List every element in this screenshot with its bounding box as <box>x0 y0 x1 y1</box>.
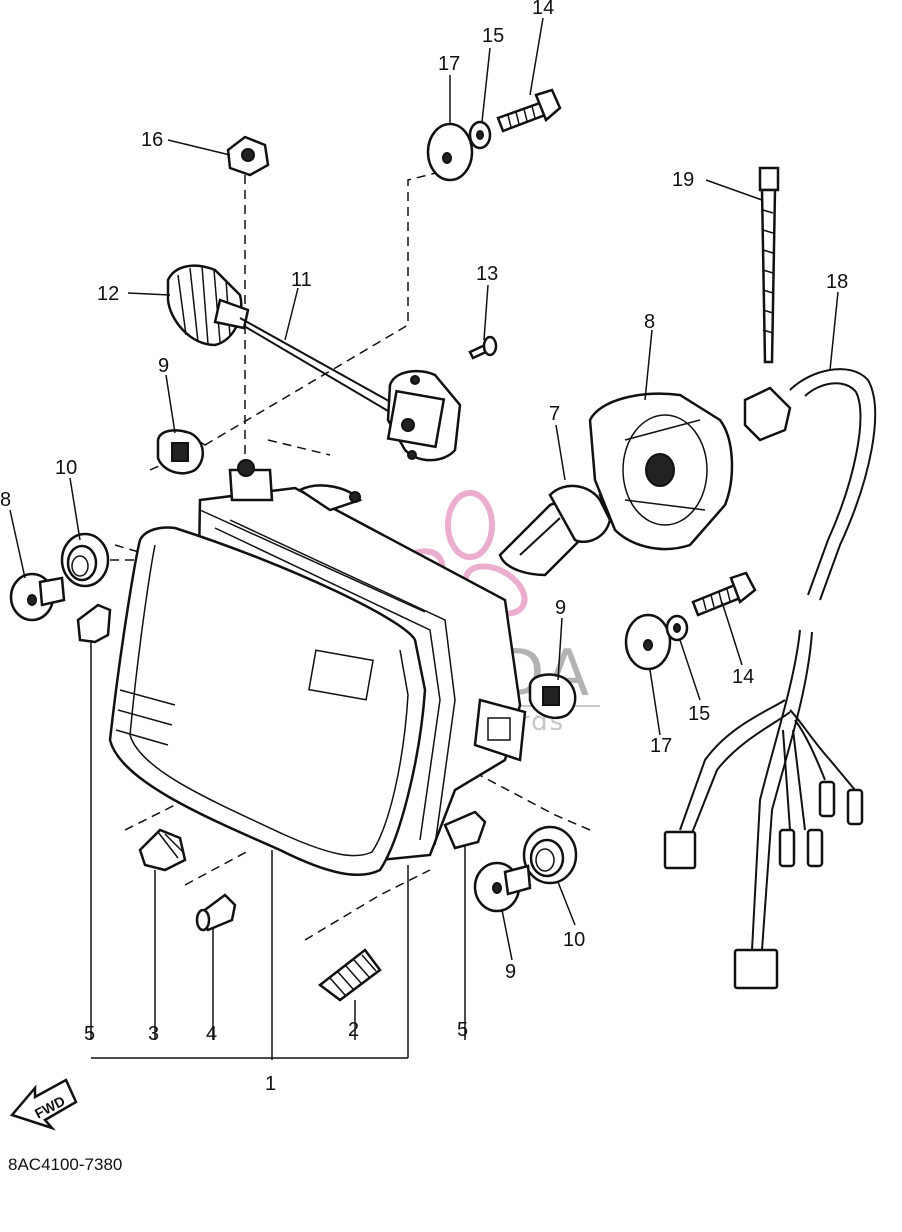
bushing-10-left <box>60 532 110 588</box>
callout-label: 4 <box>206 1023 217 1045</box>
callout-label: 9 <box>505 961 516 983</box>
spring-washer-15-right <box>665 614 689 642</box>
callout-label: 2 <box>348 1019 359 1041</box>
callout-label: 16 <box>141 129 163 151</box>
callout-label: 12 <box>97 283 119 305</box>
grommet-9-left <box>156 429 204 475</box>
callout-label: 10 <box>55 457 77 479</box>
clip-5-right <box>443 810 487 850</box>
bulb-4 <box>195 893 237 932</box>
callout-label: 1 <box>265 1073 276 1095</box>
callout-label: 17 <box>438 53 460 75</box>
screw-12 <box>468 335 498 360</box>
spring-washer-15-top <box>468 120 492 150</box>
callout-label: 17 <box>650 735 672 757</box>
callout-label: 7 <box>549 403 560 425</box>
leader-lines <box>9 17 839 1060</box>
nut-16 <box>226 135 270 177</box>
washer-17-top <box>426 122 474 182</box>
wire-harness-18 <box>663 368 877 990</box>
bolt-14-top <box>496 88 562 133</box>
clip-5-left <box>76 603 112 644</box>
callout-label: 9 <box>158 355 169 377</box>
collar-8-right <box>473 861 532 913</box>
callouts: 16 17 15 14 19 13 12 11 18 8 7 9 10 8 9 … <box>0 0 848 1095</box>
callout-label: 9 <box>555 597 566 619</box>
bushing-10-right <box>522 825 578 885</box>
callout-label: 5 <box>84 1023 95 1045</box>
spring-2 <box>317 948 382 1002</box>
callout-label: 15 <box>482 25 504 47</box>
adjuster-knob-13 <box>166 264 250 347</box>
callout-label: 15 <box>688 703 710 725</box>
adjust-rod-11 <box>239 317 462 462</box>
callout-label: 14 <box>532 0 554 19</box>
callout-label: 5 <box>457 1019 468 1041</box>
grommet-9-right <box>528 673 577 720</box>
callout-label: 3 <box>148 1023 159 1045</box>
forward-direction-arrow: FWD <box>9 1078 78 1131</box>
callout-label: 10 <box>563 929 585 951</box>
callout-label: 8 <box>0 489 11 511</box>
bolt-14-right <box>691 571 757 617</box>
diagram-reference-code: 8AC4100-7380 <box>8 1155 122 1174</box>
callout-label: 13 <box>476 263 498 285</box>
socket-3 <box>138 828 187 872</box>
callout-label: 19 <box>672 169 694 191</box>
headlight-unit <box>108 459 527 876</box>
callout-label: 14 <box>732 666 754 688</box>
callout-label: 11 <box>291 269 312 291</box>
collar-8-left <box>9 572 66 622</box>
cable-tie-19 <box>758 166 780 364</box>
washer-17-right <box>624 613 672 671</box>
callout-label: 18 <box>826 271 848 293</box>
callout-label: 8 <box>644 311 655 333</box>
cover-7 <box>588 392 734 551</box>
